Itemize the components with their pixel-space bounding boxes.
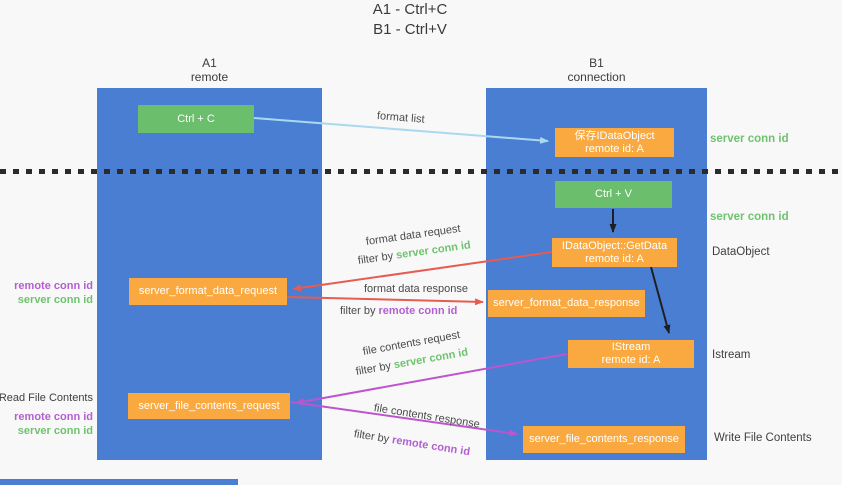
- column-a1-name: A1: [202, 56, 217, 70]
- node-getdata-line2: remote id: A: [585, 252, 644, 265]
- node-ctrl-v: Ctrl + V: [555, 181, 672, 208]
- node-getdata-line1: IDataObject::GetData: [561, 239, 668, 252]
- phase-divider-dashed-line: [0, 169, 842, 174]
- column-header-a1: A1 remote: [97, 56, 322, 84]
- column-b1-name: B1: [589, 56, 604, 70]
- column-a1-subtitle: remote: [190, 70, 229, 84]
- right-label-istream: Istream: [712, 349, 751, 361]
- node-server-file-contents-response: server_file_contents_response: [523, 426, 685, 453]
- filter-by-text: filter by: [353, 428, 390, 446]
- format-list-text: format list: [376, 110, 426, 126]
- title-line-2: B1 - Ctrl+V: [373, 21, 447, 38]
- node-server-format-data-response: server_format_data_response: [488, 290, 645, 317]
- column-header-b1: B1 connection: [486, 56, 707, 84]
- node-ctrl-c: Ctrl + C: [138, 105, 254, 133]
- node-save-idataobject-line2: remote id: A: [585, 142, 644, 155]
- left-label-server-conn-id-bottom: server conn id: [17, 425, 93, 437]
- filter-by-text: filter by: [340, 305, 376, 317]
- remote-conn-id-text: remote conn id: [378, 305, 458, 317]
- file-contents-response-text: file contents response: [373, 402, 481, 431]
- right-label-server-conn-id-top: server conn id: [710, 133, 789, 145]
- node-server-file-contents-request: server_file_contents_request: [128, 393, 290, 419]
- diagram-title: A1 - Ctrl+C B1 - Ctrl+V: [0, 0, 820, 40]
- column-b1-subtitle: connection: [567, 70, 626, 84]
- bottom-blue-strip: [0, 479, 238, 485]
- right-label-dataobject: DataObject: [712, 246, 770, 258]
- node-istream: IStream remote id: A: [568, 340, 694, 368]
- left-label-remote-conn-id-bottom: remote conn id: [14, 411, 93, 423]
- label-file-contents-response: file contents response: [373, 402, 481, 431]
- node-file-request-label: server_file_contents_request: [138, 399, 280, 412]
- label-filter-by-remote-conn-id-1: filter by remote conn id: [340, 305, 457, 317]
- node-save-idataobject: 保存IDataObject remote id: A: [555, 128, 674, 157]
- label-format-list: format list: [377, 110, 425, 126]
- left-label-remote-conn-id-top: remote conn id: [14, 280, 93, 292]
- node-ctrl-c-label: Ctrl + C: [177, 112, 215, 125]
- node-idataobject-getdata: IDataObject::GetData remote id: A: [552, 238, 677, 267]
- server-conn-id-text: server conn id: [395, 239, 472, 262]
- filter-by-text: filter by: [354, 359, 392, 378]
- node-file-response-label: server_file_contents_response: [529, 433, 679, 445]
- filter-by-text: filter by: [357, 250, 394, 267]
- node-format-request-label: server_format_data_request: [138, 285, 278, 297]
- node-istream-line1: IStream: [611, 341, 651, 353]
- node-istream-line2: remote id: A: [601, 354, 661, 366]
- remote-conn-id-text: remote conn id: [391, 434, 471, 459]
- label-format-data-response: format data response: [364, 283, 468, 295]
- title-line-1: A1 - Ctrl+C: [372, 1, 448, 18]
- left-label-server-conn-id-top: server conn id: [17, 294, 93, 306]
- left-label-read-file-contents: Read File Contents: [0, 392, 93, 404]
- right-label-write-file-contents: Write File Contents: [714, 432, 812, 444]
- node-save-idataobject-line1: 保存IDataObject: [574, 129, 655, 142]
- node-server-format-data-request: server_format_data_request: [129, 278, 287, 305]
- node-ctrl-v-label: Ctrl + V: [595, 188, 632, 200]
- right-label-server-conn-id-mid: server conn id: [710, 211, 789, 223]
- format-data-response-text: format data response: [364, 283, 468, 295]
- node-format-response-label: server_format_data_response: [493, 297, 640, 309]
- label-filter-by-remote-conn-id-2: filter by remote conn id: [353, 428, 471, 458]
